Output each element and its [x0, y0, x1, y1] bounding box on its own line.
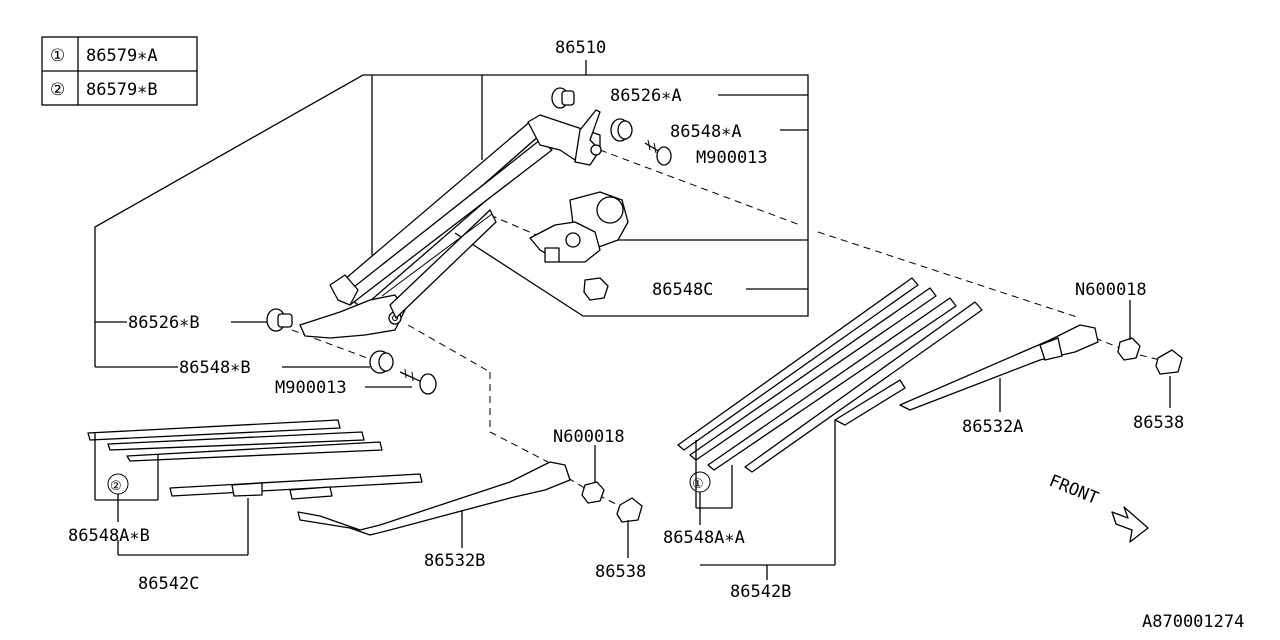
label-M900013-top: M900013 — [696, 148, 768, 168]
label-86532A: 86532A — [962, 417, 1023, 437]
wiper-arm-right — [899, 324, 1099, 411]
legend-row-1: ① 86579∗A — [50, 46, 158, 66]
bolt-M900013-top — [644, 139, 672, 166]
legend-table: ① 86579∗A ② 86579∗B — [41, 36, 198, 106]
bushing-86526A — [551, 87, 575, 109]
cap-86538-left — [616, 497, 643, 523]
label-86532B: 86532B — [424, 551, 485, 571]
part-labels: 86510 86526∗A 86548∗A M900013 86548C 865… — [68, 38, 1244, 632]
legend-code-1: 86579∗A — [86, 46, 158, 66]
label-86548A: 86548∗A — [670, 122, 742, 142]
diagram-reference-code: A870001274 — [1142, 612, 1244, 632]
label-86538-right: 86538 — [1133, 413, 1184, 433]
label-86538-left: 86538 — [595, 562, 646, 582]
legend-mark-1: ① — [50, 46, 65, 66]
bushing-86548B — [369, 350, 394, 374]
nut-N600018-right — [1117, 337, 1141, 361]
wiper-blade-left — [87, 419, 423, 556]
bushing-86548A — [610, 118, 633, 142]
bushing-86526B — [266, 308, 293, 332]
label-86526A: 86526∗A — [610, 86, 682, 106]
label-M900013-bottom: M900013 — [275, 378, 347, 398]
label-86548AA: 86548A∗A — [663, 528, 745, 548]
cap-86538-right — [1155, 349, 1183, 375]
label-N600018-right: N600018 — [1075, 280, 1147, 300]
label-86542C: 86542C — [138, 574, 199, 594]
bushing-86548C — [583, 277, 609, 301]
dashed-leaders — [291, 149, 1161, 506]
legend-row-2: ② 86579∗B — [50, 80, 158, 100]
label-86526B: 86526∗B — [128, 313, 200, 333]
legend-mark-2: ② — [50, 80, 65, 100]
front-arrow: FRONT — [1046, 471, 1149, 543]
circle-marker-1: ① — [692, 477, 704, 492]
wiper-linkage — [299, 109, 602, 339]
bolt-M900013-bottom — [399, 368, 437, 395]
label-86548B: 86548∗B — [179, 358, 251, 378]
nut-N600018-left — [581, 481, 605, 504]
linkage-bracket-lines — [94, 60, 809, 388]
label-N600018-left: N600018 — [553, 427, 625, 447]
label-86542B: 86542B — [730, 582, 791, 602]
wiper-arm-left — [297, 461, 571, 536]
legend-code-2: 86579∗B — [86, 80, 158, 100]
circle-marker-2: ② — [110, 479, 122, 494]
wiper-blade-right — [677, 277, 983, 580]
label-86548AB: 86548A∗B — [68, 526, 150, 546]
label-86548C: 86548C — [652, 280, 713, 300]
front-label: FRONT — [1046, 471, 1101, 509]
leader-lines-lower — [461, 300, 1171, 558]
label-86510: 86510 — [555, 38, 606, 58]
wiper-motor — [529, 191, 629, 263]
